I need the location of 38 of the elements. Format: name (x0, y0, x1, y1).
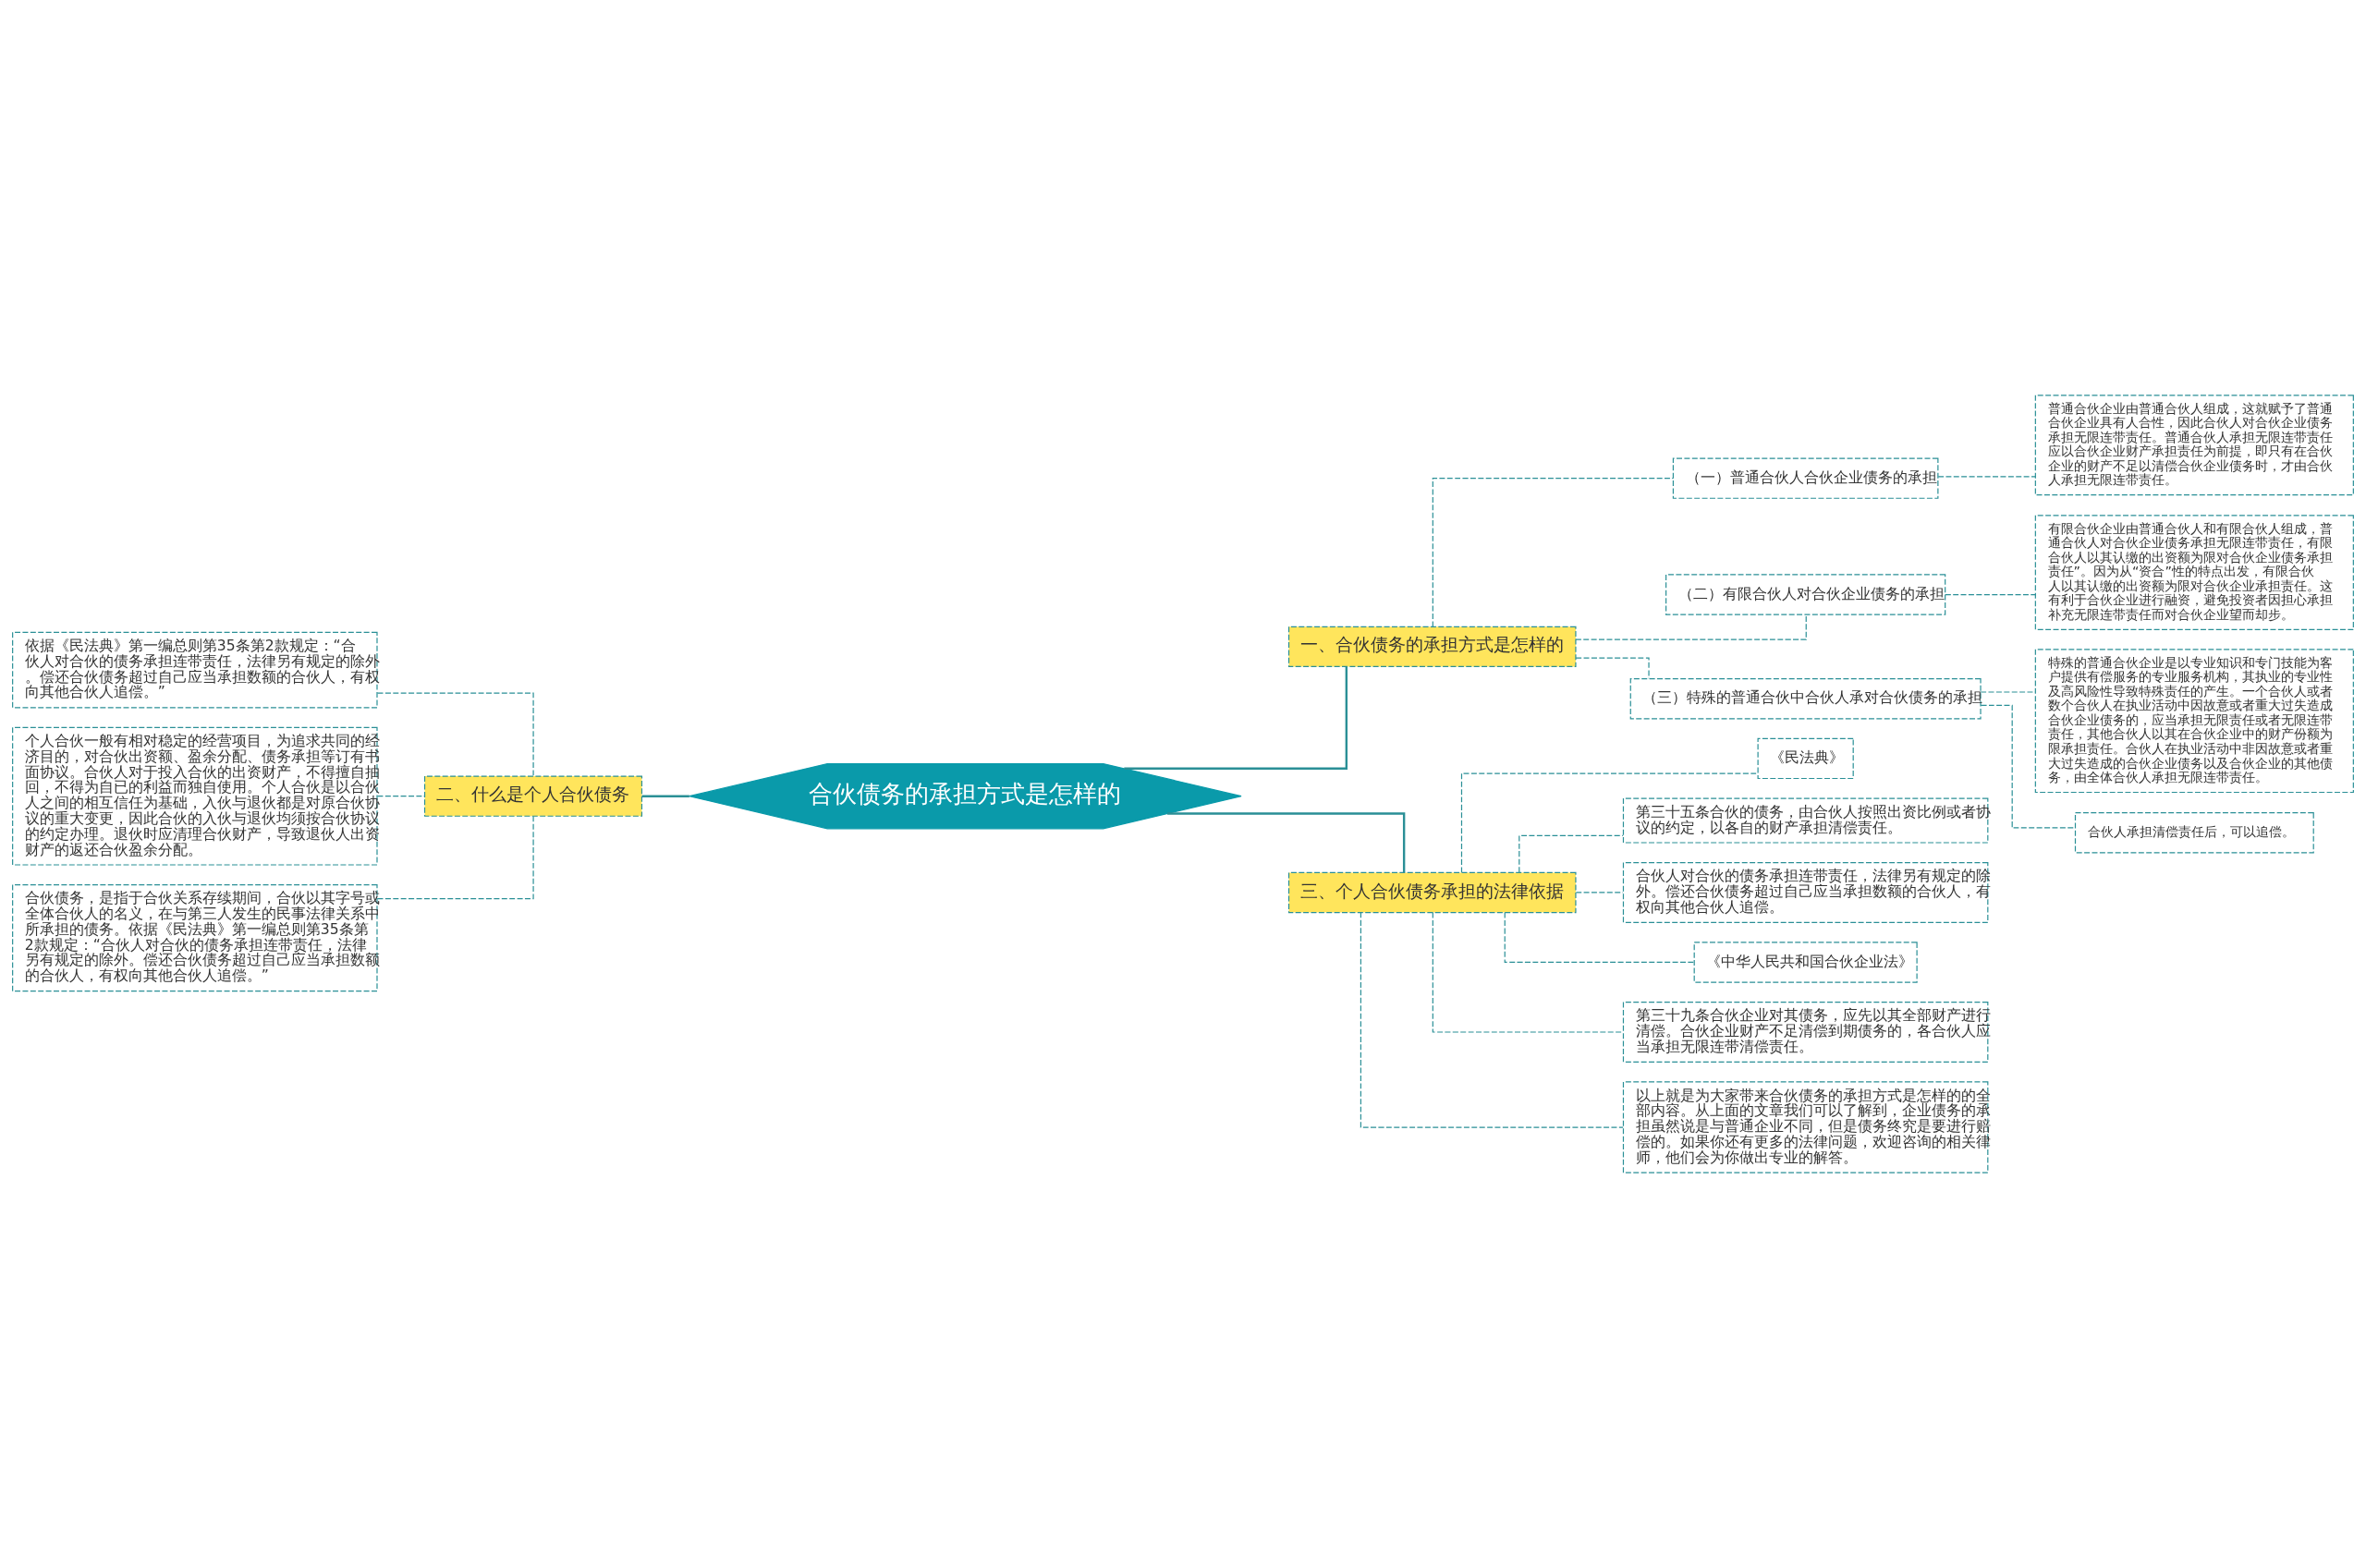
connector (1575, 657, 1650, 679)
node-box: 《民法典》 (1757, 737, 1854, 780)
connector (376, 692, 534, 777)
connector (1504, 912, 1695, 964)
node-box: 特殊的普通合伙企业是以专业知识和专门技能为客户提供有偿服务的专业服务机构，其执业的专业性及高风险性导致特殊责任的产生。一个合伙人或者数个合伙人在执业活动中因故意或者重大过失造成合伙企业债务的，应当承担无限责任或者无限连带责任，其他合伙人以其在合伙企业中的财产份额为限承担责任。合伙人在执业活动中非因故意或者重大过失造成的合伙企业债务以及合伙企业的其他债务，由全体合伙人承担无限连带责任。 (2034, 649, 2354, 794)
node-box: 合伙人承担清偿责任后，可以追偿。 (2074, 812, 2314, 854)
node-box: 合伙债务，是指于合伙关系存续期间，合伙以其字号或全体合伙人的名义，在与第三人发生的民事法律关系中所承担的债务。依据《民法典》第一编总则第35条第2款规定：“合伙人对合伙的债务承担连带责任，法律另有规定的除外。偿还合伙债务超过自己应当承担数额的合伙人，有权向其他合伙人追偿。” (12, 883, 378, 992)
node-box: （三）特殊的普通合伙中合伙人承对合伙债务的承担 (1629, 678, 1982, 720)
connector (1460, 772, 1759, 873)
connector (1945, 593, 2036, 596)
connector (376, 816, 534, 900)
node-box: 《中华人民共和国合伙企业法》 (1693, 942, 1918, 983)
node-box: 个人合伙一般有相对稳定的经营项目，为追求共同的经济目的，对合伙出资额、盈余分配、债务承担等订有书面协议。合伙人对于投入合伙的出资财产，不得擅自抽回，不得为自已的利益而独自使用。个人合伙是以合伙人之间的相互信任为基础，入伙与退伙都是对原合伙协议的重大变更，因此合伙的入伙与退伙均须按合伙协议的约定办理。退伙时应清理合伙财产，导致退伙人出资财产的返还合伙盈余分配。 (12, 726, 378, 866)
connector (1575, 892, 1624, 893)
node-box: 依据《民法典》第一编总则第35条第2款规定：“合伙人对合伙的债务承担连带责任，法律另有规定的除外。偿还合伙债务超过自己应当承担数额的合伙人，有权向其他合伙人追偿。” (12, 631, 378, 709)
node-box: （一）普通合伙人合伙企业债务的承担 (1672, 457, 1939, 499)
node-box: （二）有限合伙人对合伙企业债务的承担 (1665, 574, 1946, 615)
connector (1980, 704, 2076, 829)
connector (1167, 812, 1406, 872)
connector (1432, 912, 1624, 1033)
connector (1518, 834, 1624, 873)
connector (1432, 478, 1674, 627)
connector (641, 795, 689, 797)
node-box: 合伙人对合伙的债务承担连带责任，法律另有规定的除外。偿还合伙债务超过自己应当承担数额的合伙人，有权向其他合伙人追偿。 (1622, 862, 1989, 923)
node-box: 三、个人合伙债务承担的法律依据 (1287, 871, 1577, 914)
node-box: 有限合伙企业由普通合伙人和有限合伙人组成，普通合伙人对合伙企业债务承担无限连带责任，有限合伙人以其认缴的出资额为限对合伙企业债务承担责任”。因为从“资合”性的特点出发，有限合伙人以其认缴的出资额为限对合伙企业承担责任。这有利于合伙企业进行融资，避免投资者因担心承担补充无限连带责任而对合伙企业望而却步。 (2034, 515, 2354, 630)
node-box: 普通合伙企业由普通合伙人组成，这就赋予了普通合伙企业具有人合性，因此合伙人对合伙企业债务承担无限连带责任。普通合伙人承担无限连带责任应以合伙企业财产承担责任为前提，即只有在合伙企业的财产不足以清偿合伙企业债务时，才由合伙人承担无限连带责任。 (2034, 395, 2354, 496)
connector (1360, 912, 1624, 1128)
node-box: 一、合伙债务的承担方式是怎样的 (1287, 626, 1577, 668)
connector (1124, 666, 1348, 770)
connector (1937, 476, 2036, 478)
connector (1980, 691, 2036, 693)
connector (1575, 614, 1807, 640)
node-box: 第三十九条合伙企业对其债务，应先以其全部财产进行清偿。合伙企业财产不足清偿到期债务的，各合伙人应当承担无限连带清偿责任。 (1622, 1002, 1989, 1063)
node-box: 以上就是为大家带来合伙债务的承担方式是怎样的的全部内容。从上面的文章我们可以了解到，企业债务的承担虽然说是与普通企业不同，但是债务终究是要进行赔偿的。如果你还有更多的法律问题，欢迎咨询的相关律师，他们会为你做出专业的解答。 (1622, 1081, 1989, 1173)
connector (376, 796, 425, 797)
node-box: 第三十五条合伙的债务，由合伙人按照出资比例或者协议的约定，以各自的财产承担清偿责任。 (1622, 797, 1989, 844)
node-box: 二、什么是个人合伙债务 (423, 775, 643, 817)
